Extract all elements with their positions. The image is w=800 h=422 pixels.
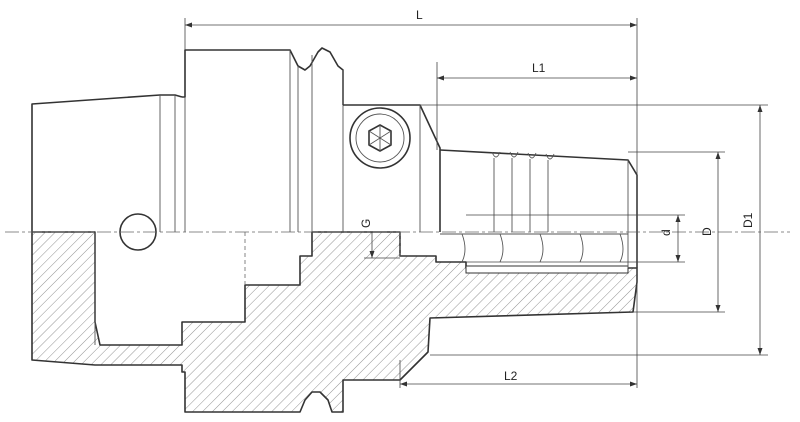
label-D1: D1 (741, 212, 755, 228)
dimension-G: G (359, 219, 400, 259)
label-L2: L2 (504, 369, 518, 383)
label-L1: L1 (532, 61, 546, 75)
label-d: d (659, 229, 673, 236)
dimension-L2: L2 (400, 369, 637, 387)
nose-grooves-lower (440, 233, 628, 263)
section-hatched-body (31, 231, 638, 413)
dimension-L1: L1 (437, 61, 637, 81)
hex-socket-screw-icon (349, 107, 411, 169)
dimension-d: d (659, 215, 681, 262)
label-D: D (700, 227, 714, 236)
dimension-L: L (185, 8, 637, 28)
label-G: G (359, 219, 373, 228)
dimension-D1: D1 (741, 105, 763, 355)
dimension-D: D (700, 152, 721, 312)
nose-grooves-upper (491, 151, 555, 232)
label-L: L (416, 8, 423, 22)
